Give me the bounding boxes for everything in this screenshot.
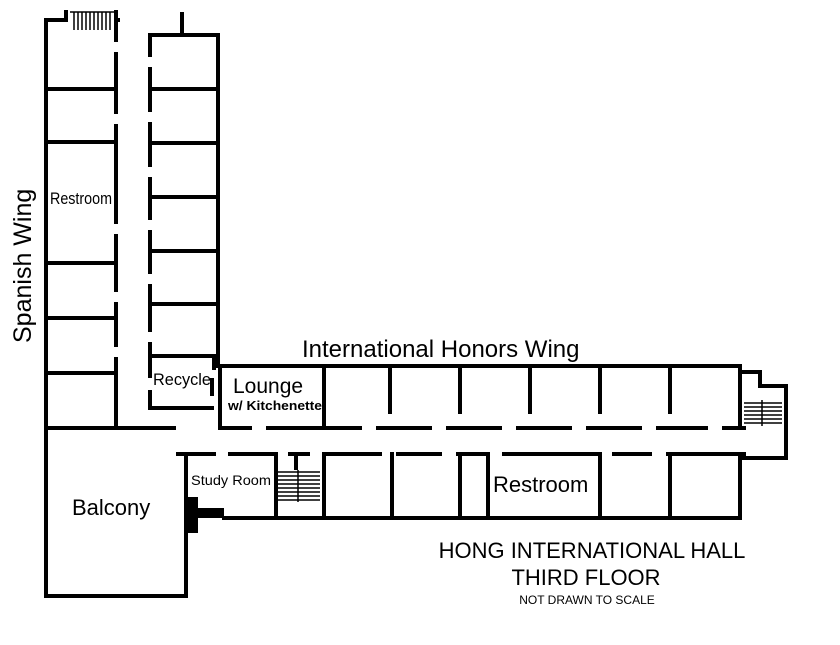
restroom-honors-label: Restroom [493, 472, 588, 497]
study-room-label: Study Room [191, 472, 271, 488]
spanish-wing-left-rooms [44, 10, 120, 430]
spanish-wing-right-rooms [148, 12, 220, 378]
stairs-north [70, 11, 114, 30]
stairs-east [738, 370, 788, 460]
honors-wing-north-rooms [216, 364, 746, 430]
spanish-wing-label: Spanish Wing [9, 189, 37, 343]
balcony-label: Balcony [72, 495, 150, 520]
lounge-label: Lounge [233, 375, 303, 398]
balcony-area [44, 426, 224, 598]
plan-title-line2: THIRD FLOOR [511, 565, 660, 590]
plan-scale-note: NOT DRAWN TO SCALE [519, 593, 655, 607]
recycle-label: Recycle [153, 370, 211, 389]
honors-wing-south-rooms [176, 452, 746, 520]
restroom-spanish-label: Restroom [50, 189, 112, 208]
stairs-southwest [278, 470, 320, 502]
plan-title-line1: HONG INTERNATIONAL HALL [439, 538, 746, 563]
recycle-room [148, 354, 216, 410]
honors-wing-label: International Honors Wing [302, 336, 579, 363]
lounge-kitchenette-label: w/ Kitchenette [227, 398, 322, 413]
